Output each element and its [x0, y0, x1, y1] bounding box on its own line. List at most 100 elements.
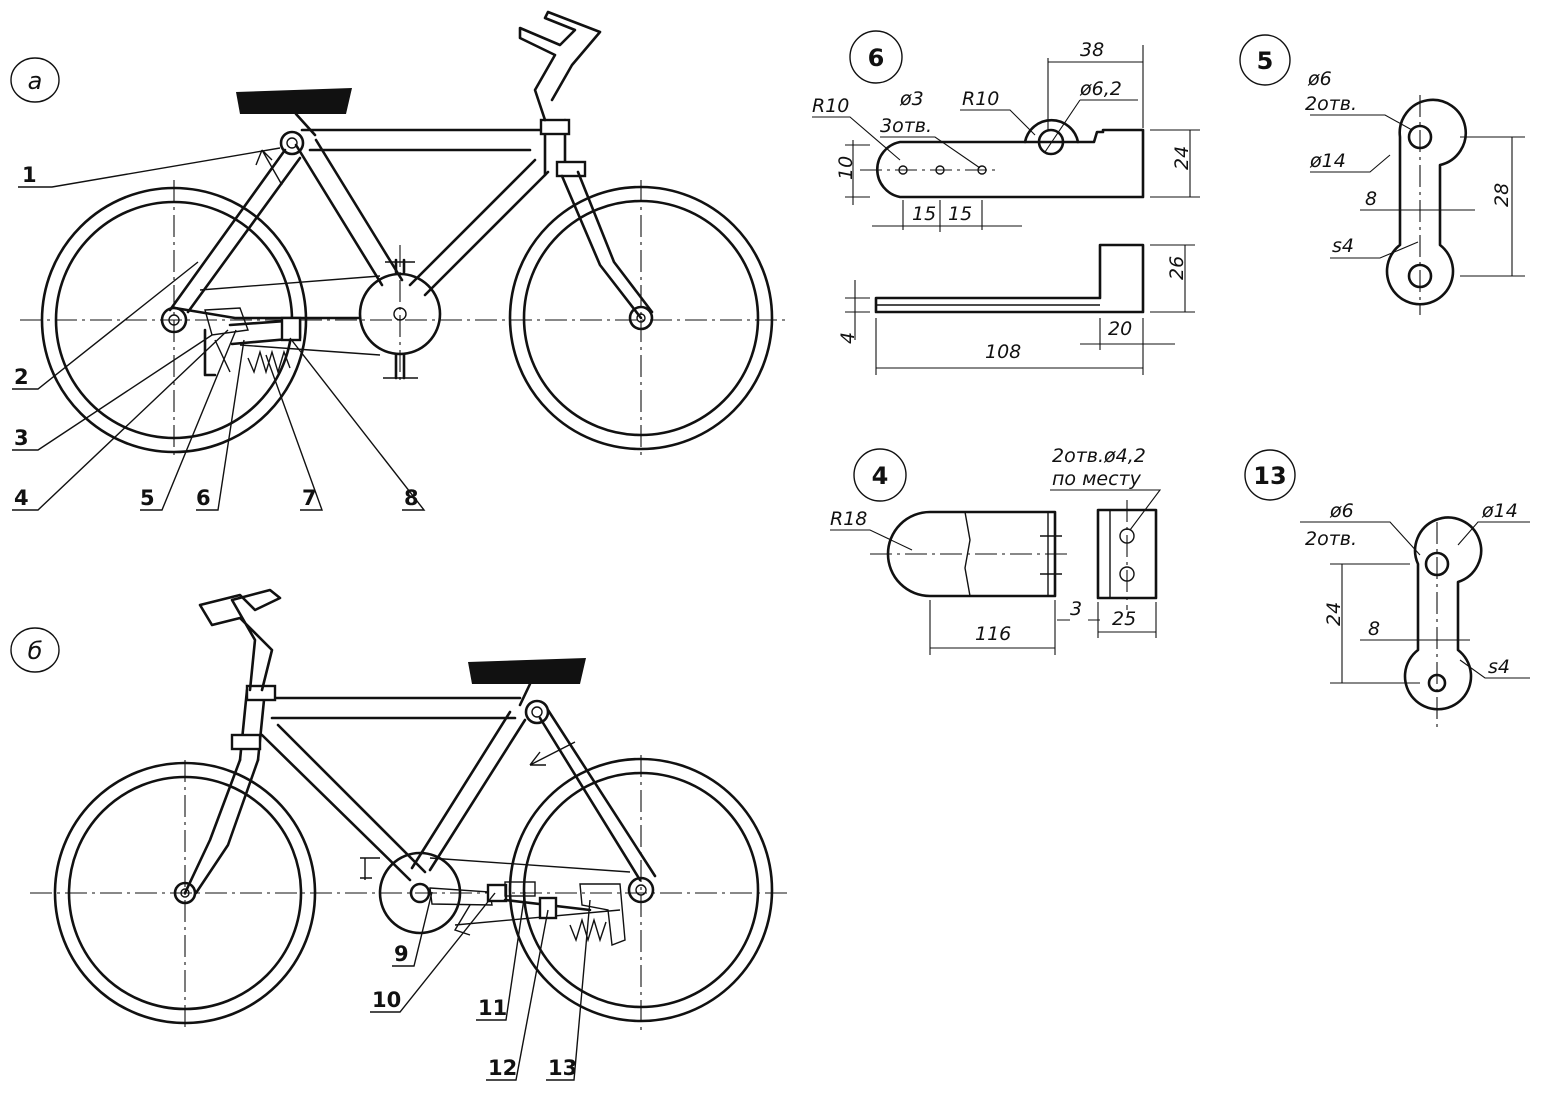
- leader-6: [196, 339, 245, 511]
- clamp-a: [280, 316, 302, 342]
- leader-7: [265, 354, 323, 511]
- b-clamp-2: [538, 896, 558, 920]
- leader-hole-6-2: [1044, 99, 1138, 153]
- part6-side-outline: [874, 243, 1145, 314]
- label-part13-s4: s4: [1488, 656, 1510, 678]
- b-bottom-bracket: [409, 882, 431, 904]
- b-headset-lower: [230, 733, 262, 751]
- hook-a: [203, 328, 217, 377]
- dim-25: 25: [1112, 608, 1136, 630]
- dim-15b: 15: [948, 203, 972, 225]
- dim-20: 20: [1108, 318, 1132, 340]
- dim-20-lines: [1080, 318, 1175, 375]
- b-down-tube: [260, 723, 427, 882]
- b-chainring: [378, 851, 462, 935]
- label-part5-s4: s4: [1332, 235, 1354, 257]
- seat-tube: [294, 138, 404, 287]
- dim-26: 26: [1166, 256, 1188, 280]
- leader-3: [12, 334, 213, 451]
- part6-arc: [1023, 118, 1080, 144]
- b-seat-stays: [538, 708, 657, 882]
- label-part13-d6: ø6: [1329, 500, 1354, 522]
- leader-12: [486, 909, 549, 1081]
- b-front-hub: [173, 881, 197, 905]
- part6-id-circle: [849, 30, 903, 84]
- label-holes-note: по месту: [1052, 468, 1142, 490]
- leader-part13-d6: [1300, 521, 1421, 556]
- label-hole-d6-2: ø6,2: [1079, 78, 1122, 100]
- chainring: [358, 272, 442, 356]
- dim-part13-24: 24: [1323, 602, 1345, 626]
- bicycle-view-b: б: [10, 588, 790, 1081]
- chain-lower: [239, 344, 381, 356]
- dim-108-lines: [875, 318, 1143, 375]
- callout-11: 11: [478, 996, 507, 1020]
- callout-7: 7: [302, 486, 317, 510]
- detail-part-13: 13 24 8 ø6 2отв. ø14 s4: [1244, 449, 1530, 730]
- seat-post: [294, 112, 317, 137]
- headset-upper: [539, 118, 571, 136]
- b-seat-post: [518, 682, 532, 707]
- part4-id-circle: [853, 448, 907, 502]
- dim-25-lines: [1097, 602, 1157, 638]
- b-top-tube: [266, 696, 522, 720]
- dim-108: 108: [985, 341, 1021, 363]
- b-link-rod: [429, 887, 493, 906]
- leader-13: [546, 899, 591, 1081]
- seat-pivot: [279, 130, 305, 156]
- motion-arrow-b: [529, 741, 576, 766]
- dim-15-lines: [872, 200, 1022, 232]
- part4-id: 4: [872, 462, 889, 490]
- callout-9: 9: [394, 942, 409, 966]
- callout-8: 8: [404, 486, 419, 510]
- chain-upper: [199, 275, 381, 291]
- seat-pivot-pin: [286, 137, 298, 149]
- lever-a: [214, 339, 231, 373]
- label-r10-right: R10: [962, 88, 999, 110]
- dim-part5-8: 8: [1365, 188, 1377, 210]
- part6-hole-6-2: [1037, 128, 1065, 156]
- chain-stays: [173, 306, 362, 320]
- callout-6: 6: [196, 486, 211, 510]
- view-b-label: б: [28, 637, 43, 665]
- leader-r10-left: [812, 116, 901, 161]
- part4-flange: [1040, 512, 1062, 596]
- b-pedal-marker: [360, 857, 380, 880]
- label-r10-left: R10: [812, 95, 849, 117]
- b-rear-hub: [627, 876, 655, 904]
- dim-10: 10: [835, 156, 857, 180]
- motion-arrow-a: [255, 149, 283, 186]
- b-rear-axle: [635, 884, 647, 896]
- b-seat-tube: [410, 710, 527, 872]
- bicycle-view-a: а: [10, 10, 790, 511]
- leader-9: [392, 891, 433, 967]
- crank-arms: [394, 258, 406, 380]
- leader-part13-d14: [1457, 521, 1530, 546]
- label-part13-d14: ø14: [1481, 500, 1518, 522]
- rear-axle: [168, 314, 180, 326]
- dim-15a: 15: [912, 203, 936, 225]
- part5-outline: [1385, 98, 1467, 306]
- view-b-label-circle: [10, 627, 60, 673]
- b-hook: [453, 904, 471, 936]
- leader-5: [140, 329, 237, 511]
- label-hole-d3: ø3: [899, 88, 924, 110]
- detail-part-5: 5 28 8 ø6 2отв. ø14 s4: [1239, 34, 1525, 315]
- dim-part5-28: 28: [1491, 183, 1513, 207]
- b-handlebar: [198, 588, 282, 692]
- b-seat-pivot: [524, 699, 550, 725]
- rear-hub: [160, 306, 188, 334]
- part5-id: 5: [1257, 47, 1274, 75]
- b-chain-lower: [454, 909, 621, 926]
- part13-id: 13: [1253, 462, 1286, 490]
- b-bracket: [504, 881, 536, 897]
- front-hub: [628, 305, 654, 331]
- dim-10-lines: [845, 140, 870, 205]
- saddle: [236, 88, 352, 114]
- callout-2: 2: [14, 365, 29, 389]
- view-a-label: а: [28, 67, 43, 95]
- label-holes: 2отв.ø4,2: [1052, 445, 1146, 467]
- leader-1: [18, 147, 281, 188]
- view-a-label-circle: [10, 57, 60, 103]
- leader-2: [12, 261, 199, 390]
